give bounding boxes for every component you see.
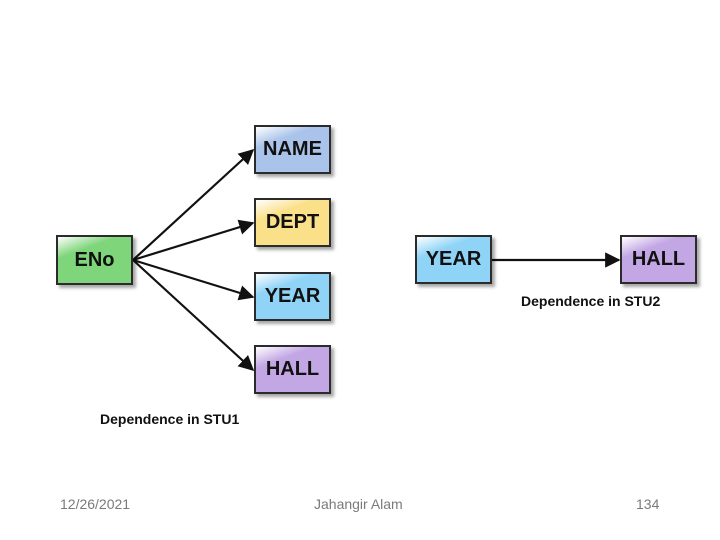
node-eno: ENo	[56, 235, 133, 285]
node-year-label: YEAR	[264, 285, 321, 307]
node-name-label: NAME	[263, 138, 322, 160]
node-year-stu2: YEAR	[415, 235, 492, 284]
node-year-stu2-label: YEAR	[425, 248, 482, 270]
node-hall-label: HALL	[265, 358, 320, 380]
footer-date: 12/26/2021	[60, 496, 131, 512]
node-dept-label: DEPT	[265, 211, 320, 233]
node-hall-stu2-label: HALL	[631, 248, 686, 270]
node-year: YEAR	[254, 272, 331, 321]
node-dept: DEPT	[254, 198, 331, 247]
node-hall-stu2: HALL	[620, 235, 697, 284]
arrow-eno-to-name	[132, 148, 255, 261]
arrow-eno-to-year	[132, 258, 255, 301]
footer-page-number: 134	[636, 496, 660, 512]
arrow-eno-to-hall	[132, 259, 255, 372]
arrow-eno-to-dept	[132, 219, 255, 262]
caption-stu2: Dependence in STU2	[521, 293, 661, 309]
footer-author: Jahangir Alam	[314, 496, 403, 512]
node-hall: HALL	[254, 345, 331, 394]
caption-stu1: Dependence in STU1	[100, 411, 240, 427]
node-name: NAME	[254, 125, 331, 174]
node-eno-label: ENo	[74, 248, 115, 271]
